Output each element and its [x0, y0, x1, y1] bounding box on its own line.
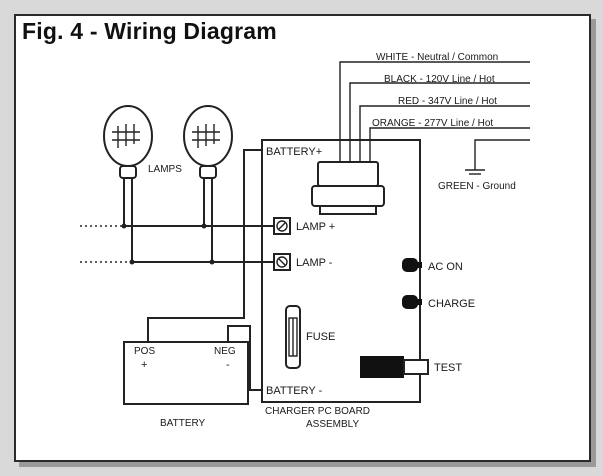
battery-plus-sign: + [141, 359, 147, 371]
battery-label: BATTERY [160, 418, 206, 429]
board-label-line2: ASSEMBLY [306, 419, 359, 430]
lamp-right [183, 105, 233, 262]
white-wire-label: WHITE - Neutral / Common [376, 52, 498, 63]
battery-pos-label: POS [134, 346, 155, 357]
charge-led [402, 295, 422, 309]
battery-neg-label: NEG [214, 346, 236, 357]
battery-minus-wire [227, 325, 262, 391]
ac-on-label: AC ON [428, 261, 463, 273]
supply-wires [339, 61, 530, 175]
charger-board-outline [261, 139, 421, 403]
battery-body [123, 341, 249, 405]
battery-plus-label: BATTERY+ [266, 146, 322, 158]
black-wire-label: BLACK - 120V Line / Hot [384, 74, 495, 85]
board-label-line1: CHARGER PC BOARD [265, 406, 370, 417]
lamp-minus-label: LAMP - [296, 257, 333, 269]
test-switch [360, 356, 429, 378]
ac-on-led [402, 258, 422, 272]
orange-wire [369, 127, 530, 162]
junction-dot [121, 223, 127, 229]
green-wire [474, 139, 530, 170]
battery-minus-label: BATTERY - [266, 385, 323, 397]
black-wire [349, 82, 530, 162]
red-wire-label: RED - 347V Line / Hot [398, 96, 497, 107]
junction-dot [201, 223, 207, 229]
figure-frame [14, 14, 591, 462]
battery-plus-wire [147, 149, 262, 342]
charge-label: CHARGE [428, 298, 475, 310]
lamps-label: LAMPS [148, 164, 182, 175]
figure-title: Fig. 4 - Wiring Diagram [22, 18, 277, 44]
orange-wire-label: ORANGE - 277V Line / Hot [372, 118, 493, 129]
transformer [311, 161, 385, 215]
lamp-minus-terminal [273, 253, 291, 271]
green-wire-label: GREEN - Ground [438, 181, 516, 192]
fuse [285, 305, 301, 369]
test-label: TEST [434, 362, 462, 374]
white-wire [339, 61, 530, 162]
battery-minus-sign: - [226, 359, 230, 371]
junction-dot [129, 259, 135, 265]
lamp-plus-label: LAMP + [296, 221, 335, 233]
lamp-plus-terminal [273, 217, 291, 235]
red-wire [359, 105, 530, 162]
fuse-label: FUSE [306, 331, 335, 343]
junction-dot [209, 259, 215, 265]
lamp-left [103, 105, 153, 262]
